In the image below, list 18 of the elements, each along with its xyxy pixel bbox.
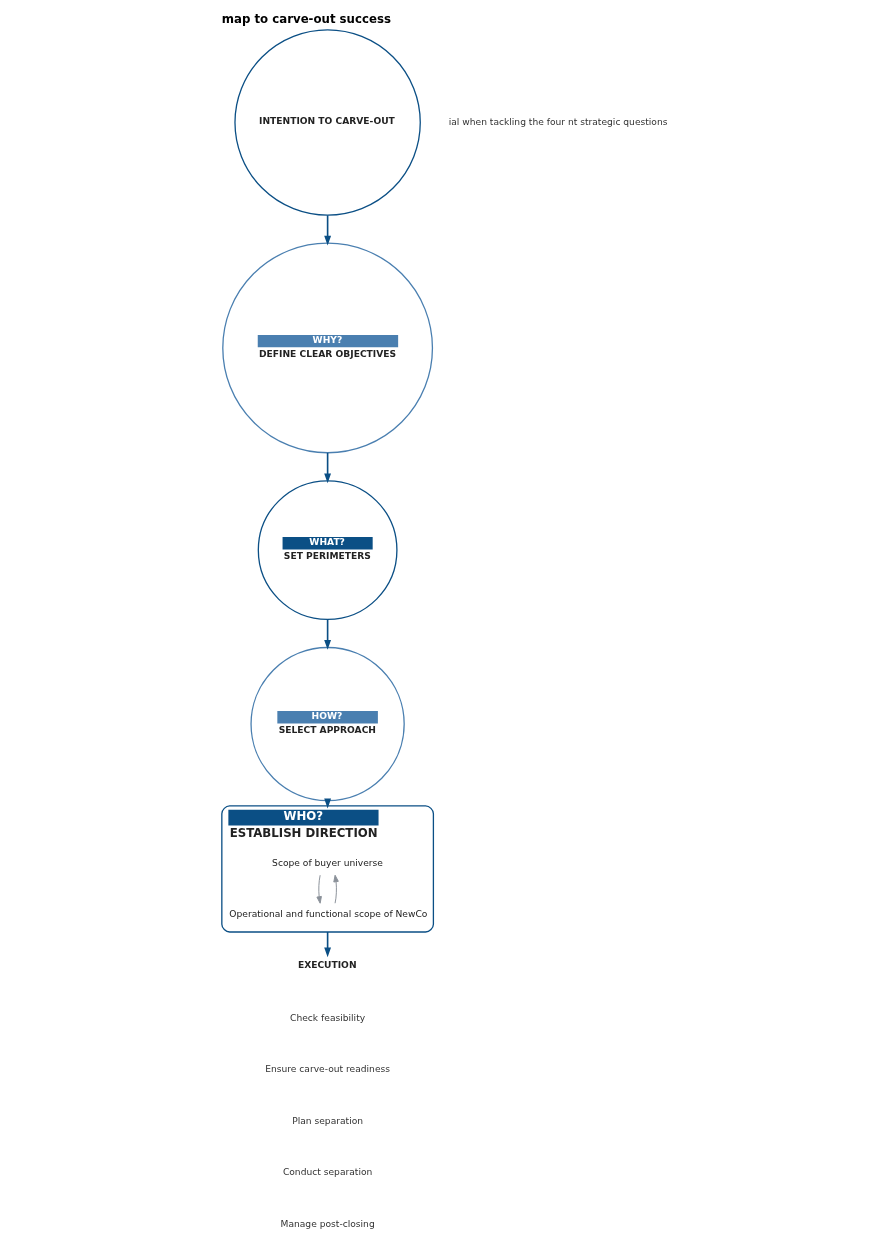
label: ial when tackling the four nt strategic questions [448,116,668,127]
diagram-title: map to carve-out success [221,12,391,27]
node-circle: INTENTION TO CARVE-OUT [234,29,421,216]
node-text: Operational and functional scope of NewCo [229,909,428,920]
arrow [324,618,332,650]
label: Manage post-closing [280,1218,375,1229]
node-circle: WHY? DEFINE CLEAR OBJECTIVES [222,242,434,454]
arrow [333,874,339,904]
node-text: Scope of buyer universe [272,857,383,868]
label: Plan separation [292,1115,364,1126]
node-circle: WHAT? SET PERIMETERS [257,480,398,621]
label: Check feasibility [290,1012,366,1023]
arrow [316,874,322,904]
label: Conduct separation [282,1167,373,1178]
node-text: EXECUTION [297,960,357,971]
label: Ensure carve-out readiness [265,1064,391,1075]
arrow [324,452,332,484]
arrow [324,214,332,246]
